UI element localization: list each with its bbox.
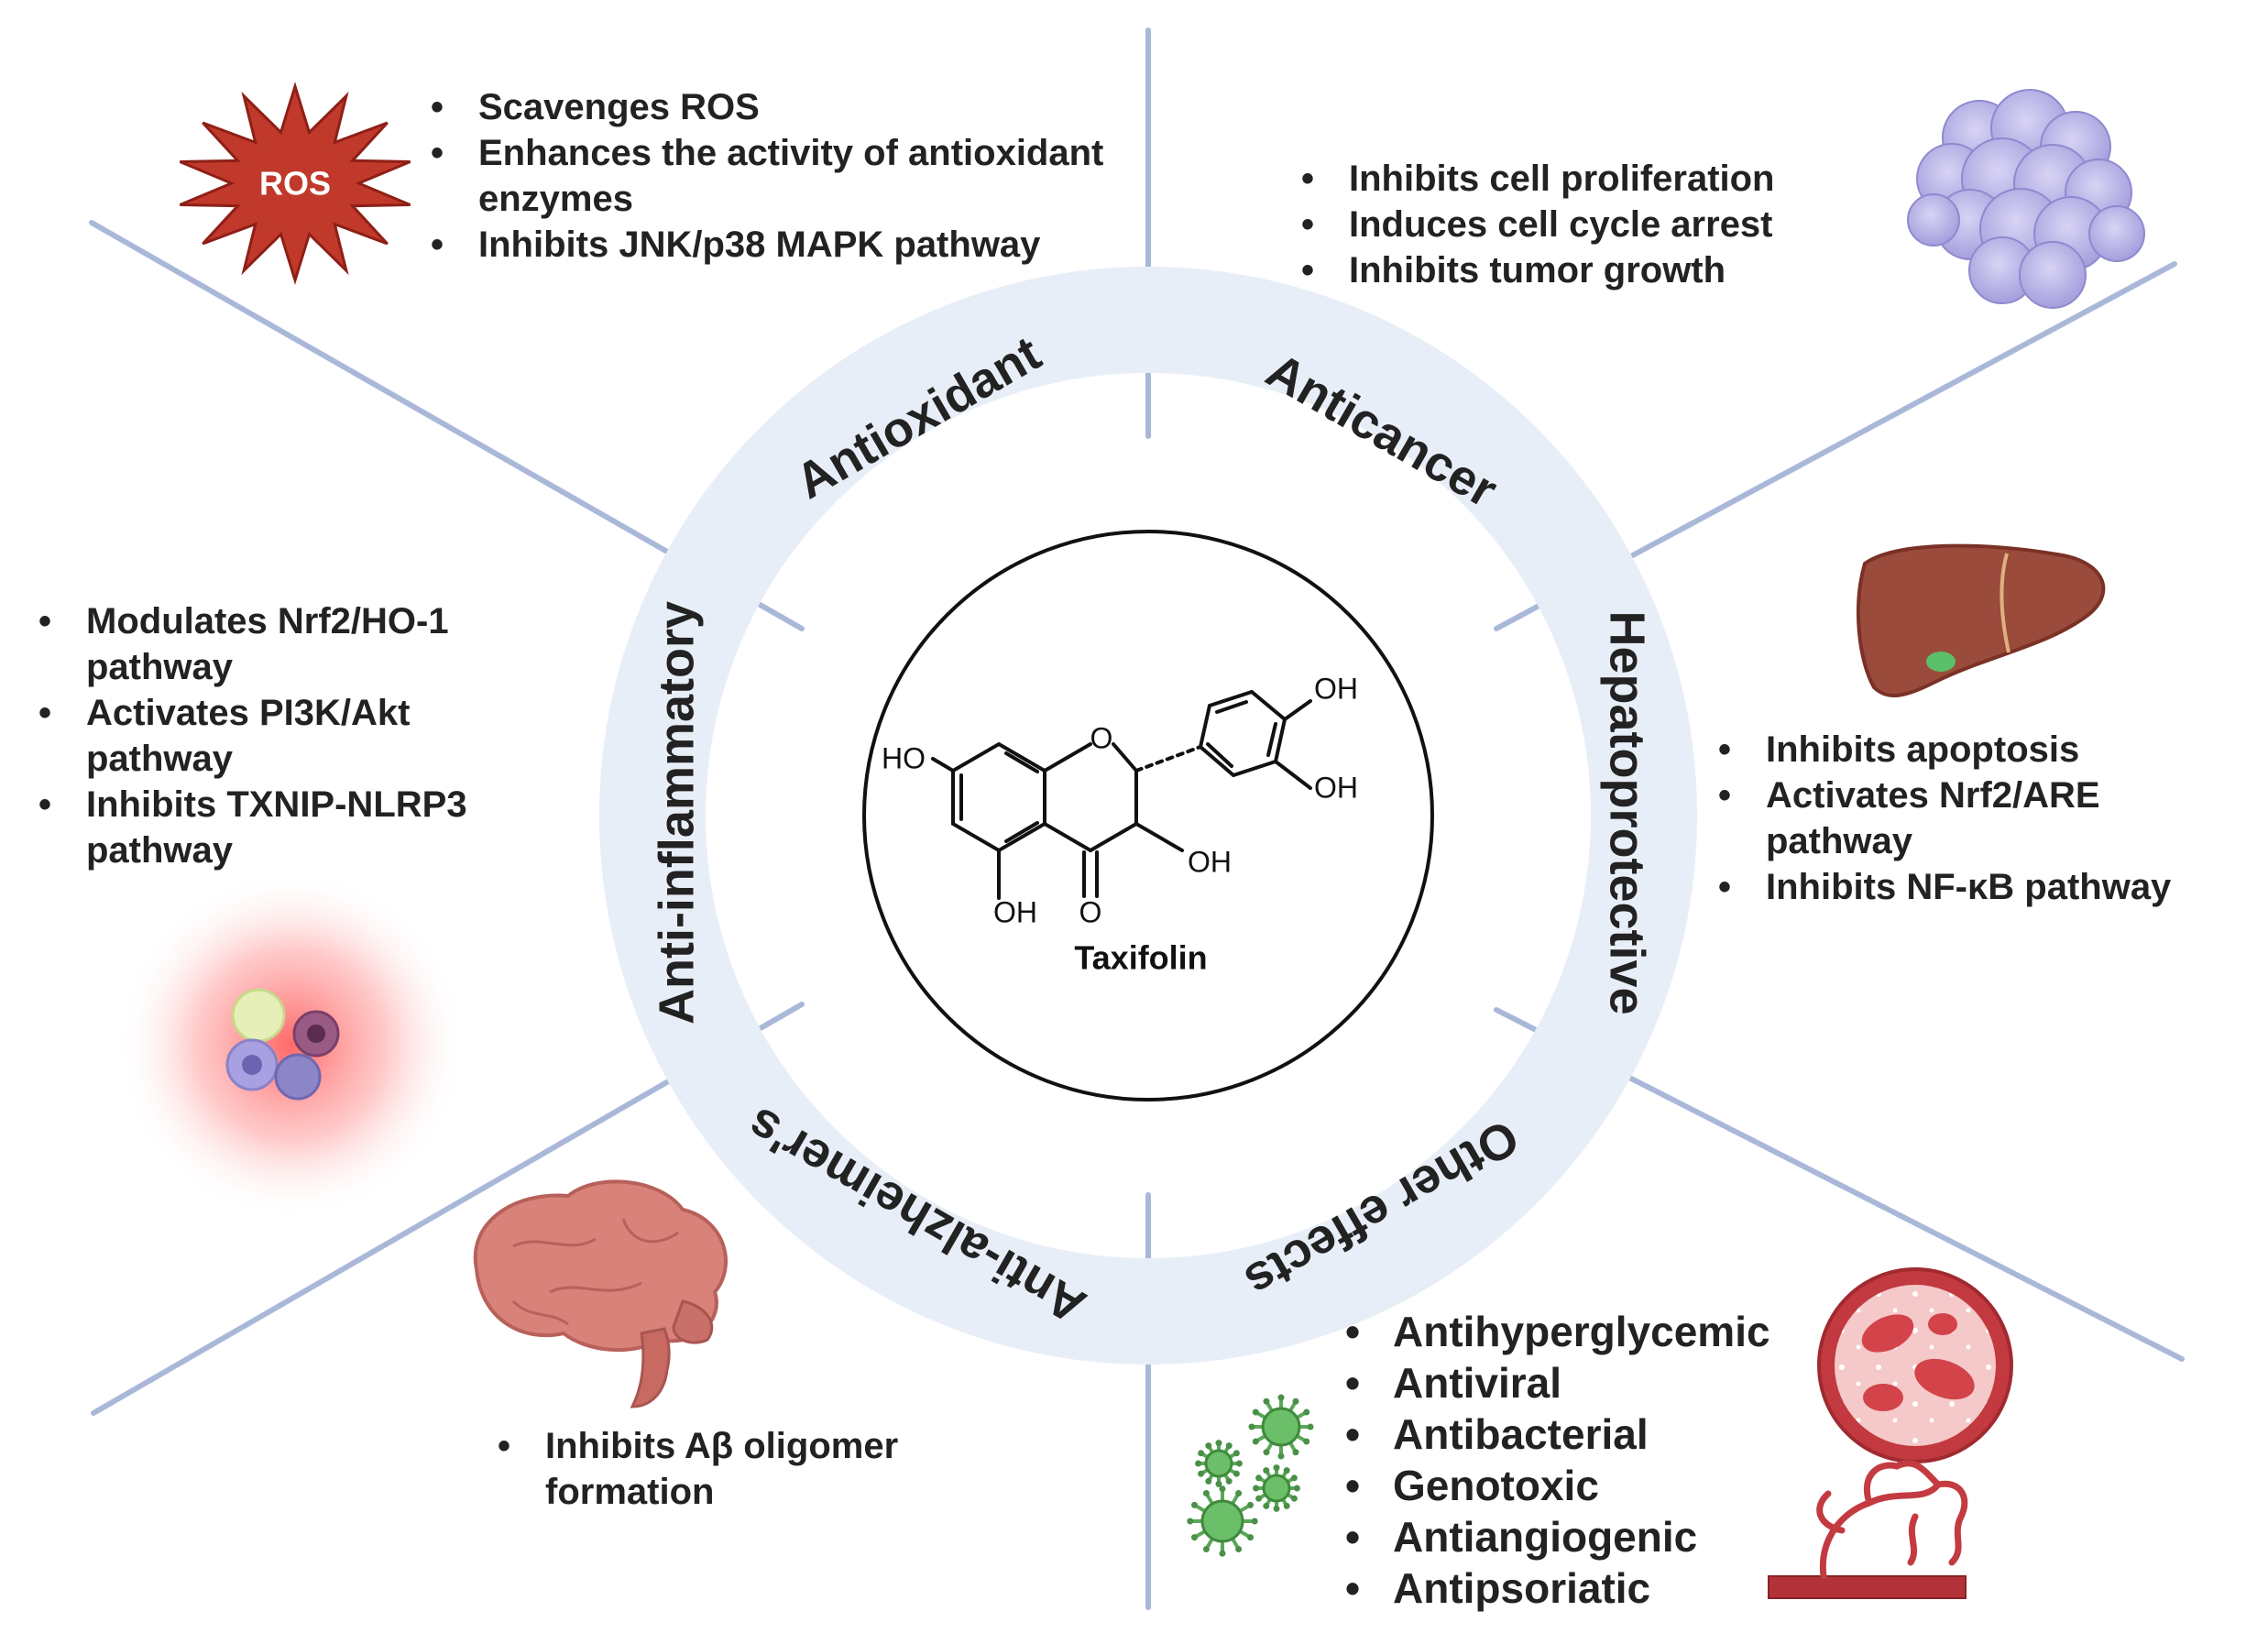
atom-oh-c3: OH	[1188, 845, 1232, 878]
list-item: Antiviral	[1345, 1357, 1822, 1408]
virus-particle	[1187, 1485, 1258, 1557]
atom-oh-c5: OH	[993, 895, 1037, 928]
label-hepatoprotective: Hepatoprotective	[1600, 610, 1655, 1014]
blood-vessel-icon	[1817, 1267, 2013, 1463]
list-item: Inhibits NF-κB pathway	[1718, 864, 2268, 910]
label-anti-inflammatory: Anti-inflammatory	[649, 601, 704, 1025]
tumor-cell	[1907, 193, 1960, 247]
center-circle	[862, 530, 1434, 1101]
list-item: Enhances the activity of antioxidant enz…	[431, 130, 1145, 222]
list-item: Genotoxic	[1345, 1460, 1822, 1511]
hepatoprotective-effects-list: Inhibits apoptosis Activates Nrf2/ARE pa…	[1718, 727, 2268, 910]
antioxidant-effects-list: Scavenges ROS Enhances the activity of a…	[431, 84, 1145, 268]
virus-particle	[1248, 1394, 1314, 1460]
list-item: Antihyperglycemic	[1345, 1306, 1822, 1357]
compound-name: Taxifolin	[1074, 939, 1207, 977]
list-item: Antiangiogenic	[1345, 1511, 1822, 1562]
anticancer-effects-list: Inhibits cell proliferation Induces cell…	[1301, 156, 1869, 293]
taxifolin-structure	[931, 689, 1312, 900]
atom-oh-right: OH	[1314, 771, 1358, 804]
ros-burst-icon: ROS	[179, 82, 411, 285]
list-item: Scavenges ROS	[431, 84, 1145, 130]
liver-icon	[1857, 543, 2106, 698]
list-item: Induces cell cycle arrest	[1301, 202, 1869, 247]
list-item: Inhibits JNK/p38 MAPK pathway	[431, 222, 1145, 268]
list-item: Inhibits cell proliferation	[1301, 156, 1869, 202]
list-item: Inhibits apoptosis	[1718, 727, 2268, 773]
category-ring	[599, 267, 1697, 1365]
list-item: Inhibits Aβ oligomer formation	[498, 1423, 976, 1515]
tumor-cell	[2088, 205, 2145, 262]
brain-icon	[473, 1179, 729, 1408]
list-item: Activates Nrf2/ARE pathway	[1718, 773, 2178, 864]
atom-ho-left: HO	[882, 741, 926, 774]
atom-carbonyl-o: O	[1079, 895, 1102, 928]
structure-atom-labels: HO O OH OH OH OH O	[882, 672, 1358, 928]
list-item: Modulates Nrf2/HO-1 pathway	[38, 598, 515, 690]
atom-oh-top: OH	[1314, 672, 1358, 705]
virus-particle	[1195, 1440, 1243, 1487]
list-item: Activates PI3K/Akt pathway	[38, 690, 515, 782]
list-item: Inhibits TXNIP-NLRP3 pathway	[38, 782, 515, 873]
list-item: Antipsoriatic	[1345, 1562, 1822, 1614]
virus-icon	[1187, 1394, 1314, 1557]
anti-alzheimers-effects-list: Inhibits Aβ oligomer formation	[498, 1423, 1047, 1515]
virus-particle	[1253, 1464, 1300, 1512]
list-item: Inhibits tumor growth	[1301, 247, 1869, 293]
tumor-cell-icon	[1907, 89, 2145, 309]
immune-cells-icon	[117, 871, 466, 1219]
tumor-cell	[2019, 241, 2087, 309]
anti-inflammatory-effects-list: Modulates Nrf2/HO-1 pathway Activates PI…	[38, 598, 515, 873]
other-effects-list: Antihyperglycemic Antiviral Antibacteria…	[1345, 1306, 1822, 1614]
ros-badge-text: ROS	[259, 165, 331, 203]
atom-ring-o: O	[1090, 721, 1113, 754]
list-item: Antibacterial	[1345, 1408, 1822, 1460]
